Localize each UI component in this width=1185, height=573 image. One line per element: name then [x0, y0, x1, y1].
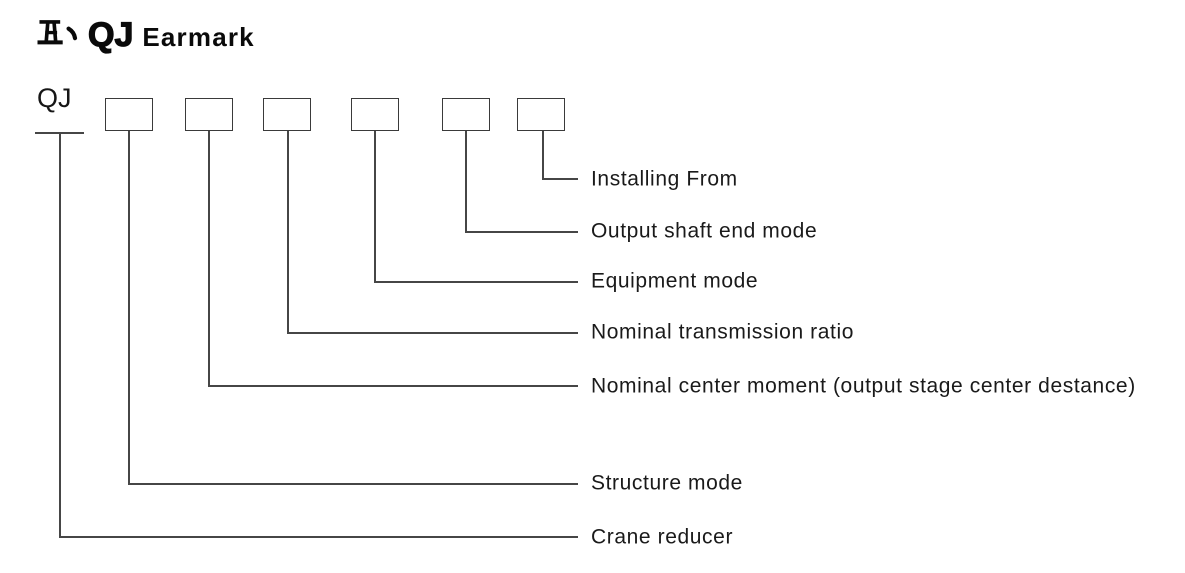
connector-field6-vertical	[542, 131, 544, 179]
field-label-output-shaft-end-mode: Output shaft end mode	[591, 219, 818, 243]
connector-field5-horizontal	[465, 231, 578, 233]
cjk-five-glyph-icon	[37, 20, 78, 45]
connector-field2-horizontal	[208, 385, 578, 387]
page-title: 五、 QJ Earmark	[36, 16, 255, 54]
connector-field2-vertical	[208, 131, 210, 386]
section-number-cjk: 五、	[36, 18, 81, 46]
connector-root-horizontal	[59, 536, 578, 538]
connector-field6-horizontal	[542, 178, 578, 180]
connector-field3-vertical	[287, 131, 289, 333]
model-code-label: QJ	[37, 83, 72, 113]
connector-field3-horizontal	[287, 332, 578, 334]
title-code: QJ	[87, 16, 134, 54]
connector-field1-horizontal	[128, 483, 578, 485]
connector-field1-vertical	[128, 131, 130, 484]
code-digit-box-4	[351, 98, 399, 131]
field-label-nominal-center-moment: Nominal center moment (output stage cent…	[591, 374, 1136, 398]
field-label-equipment-mode: Equipment mode	[591, 269, 759, 293]
code-digit-box-6	[517, 98, 565, 131]
code-digit-box-1	[105, 98, 153, 131]
code-digit-box-3	[263, 98, 311, 131]
connector-root-vertical	[59, 133, 61, 538]
field-label-crane-reducer: Crane reducer	[591, 525, 734, 549]
field-label-nominal-transmission-ratio: Nominal transmission ratio	[591, 320, 855, 344]
title-label: Earmark	[142, 22, 255, 52]
code-digit-box-2	[185, 98, 233, 131]
field-label-installing-from: Installing From	[591, 167, 738, 191]
model-code-underline	[35, 132, 84, 134]
field-label-structure-mode: Structure mode	[591, 471, 743, 495]
code-digit-box-5	[442, 98, 490, 131]
connector-field4-vertical	[374, 131, 376, 282]
connector-field5-vertical	[465, 131, 467, 232]
connector-field4-horizontal	[374, 281, 578, 283]
